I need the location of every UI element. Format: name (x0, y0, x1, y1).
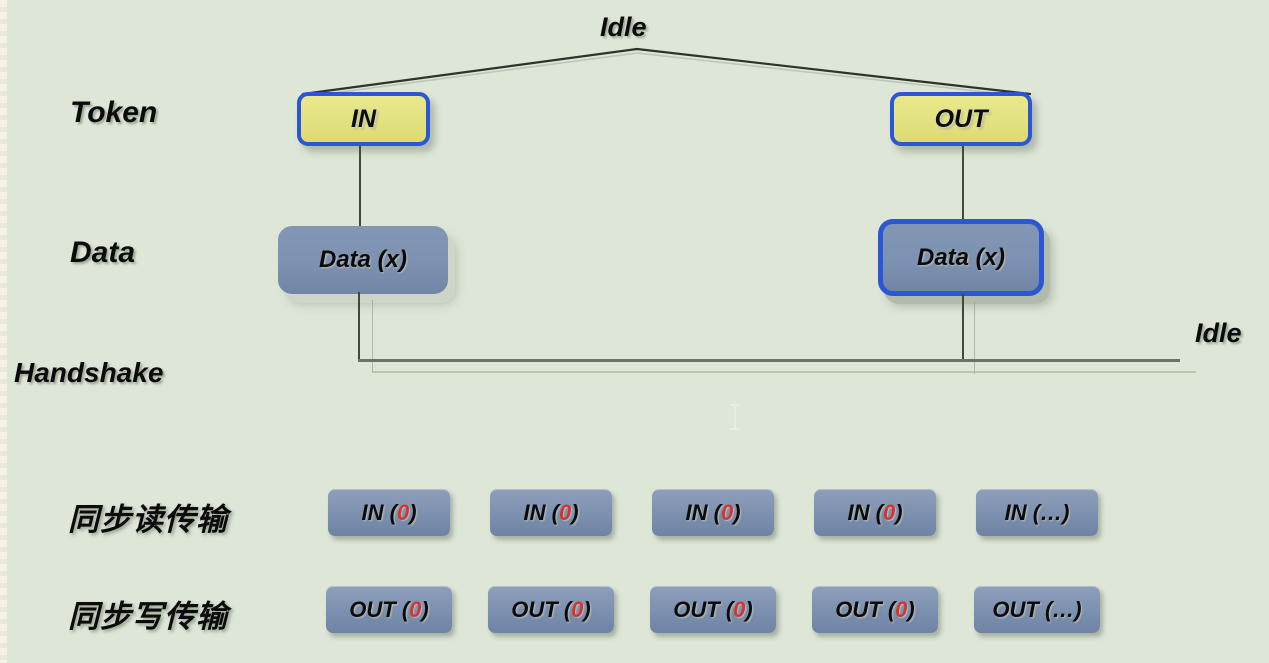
pill-sync-write-3[interactable]: OUT (0) (650, 586, 776, 633)
pill-value: 0 (882, 499, 896, 525)
row-label-handshake: Handshake (14, 357, 164, 388)
data-box-left[interactable]: Data (x) (278, 226, 448, 294)
pill-prefix: IN ( (847, 499, 883, 525)
pill-value: … (1040, 499, 1063, 525)
pill-suffix: ) (733, 499, 741, 525)
pill-value: 0 (720, 499, 734, 525)
connector-out-to-data (962, 146, 964, 224)
pill-prefix: OUT ( (673, 596, 734, 622)
pill-sync-read-3[interactable]: IN (0) (652, 489, 774, 536)
pill-value: … (1052, 596, 1075, 622)
pill-sync-write-5[interactable]: OUT (…) (974, 586, 1100, 633)
idle-label-top: Idle (600, 12, 647, 42)
pill-prefix: OUT ( (835, 596, 896, 622)
connector-data-left-down-ghost (372, 300, 373, 372)
pill-sync-write-1[interactable]: OUT (0) (326, 586, 452, 633)
connector-data-right-down (962, 294, 964, 362)
pill-sync-write-2[interactable]: OUT (0) (488, 586, 614, 633)
pill-suffix: ) (895, 499, 903, 525)
token-box-out[interactable]: OUT (890, 92, 1032, 146)
token-box-in[interactable]: IN (297, 92, 430, 146)
transfer-row-label-sync-write: 同步写传输 (68, 599, 228, 634)
connector-data-right-down-ghost (974, 302, 975, 374)
pill-suffix: ) (409, 499, 417, 525)
transfer-row-label-sync-read: 同步读传输 (68, 502, 228, 537)
pill-prefix: OUT ( (511, 596, 572, 622)
pill-sync-read-1[interactable]: IN (0) (328, 489, 450, 536)
pill-value: 0 (396, 499, 410, 525)
pill-prefix: IN ( (1004, 499, 1041, 525)
handshake-line (358, 359, 1180, 362)
pill-suffix: ) (571, 499, 579, 525)
pill-suffix: ) (907, 596, 915, 622)
pill-suffix: ) (1074, 596, 1082, 622)
pill-prefix: OUT ( (349, 596, 410, 622)
row-label-data: Data (70, 236, 136, 269)
pill-value: 0 (895, 596, 908, 622)
pill-value: 0 (558, 499, 572, 525)
pill-prefix: IN ( (361, 499, 397, 525)
pill-suffix: ) (583, 596, 591, 622)
pill-prefix: OUT ( (992, 596, 1053, 622)
pill-sync-read-5[interactable]: IN (…) (976, 489, 1098, 536)
pill-value: 0 (409, 596, 422, 622)
connector-in-to-data (359, 146, 361, 230)
pill-prefix: IN ( (685, 499, 721, 525)
pill-sync-read-4[interactable]: IN (0) (814, 489, 936, 536)
pill-suffix: ) (1062, 499, 1070, 525)
row-label-token: Token (70, 96, 158, 129)
pill-value: 0 (571, 596, 584, 622)
idle-label-right: Idle (1195, 318, 1242, 348)
connector-data-left-down (358, 292, 360, 362)
text-cursor-icon (730, 404, 740, 430)
pill-prefix: IN ( (523, 499, 559, 525)
pill-sync-write-4[interactable]: OUT (0) (812, 586, 938, 633)
pill-sync-read-2[interactable]: IN (0) (490, 489, 612, 536)
handshake-line-ghost (372, 371, 1196, 373)
data-box-right[interactable]: Data (x) (878, 219, 1044, 296)
pill-suffix: ) (421, 596, 429, 622)
pill-value: 0 (733, 596, 746, 622)
film-strip-edge (0, 0, 7, 663)
pill-suffix: ) (745, 596, 753, 622)
